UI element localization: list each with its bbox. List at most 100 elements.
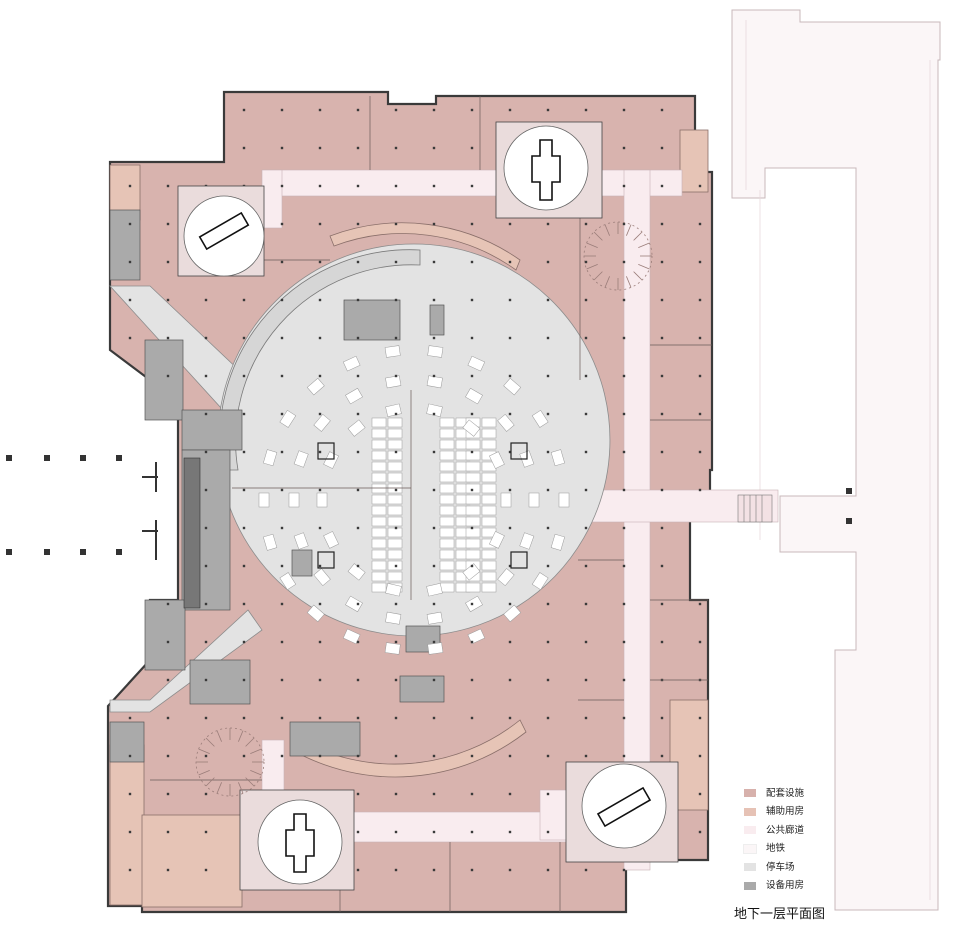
- parking-stall: [387, 549, 403, 560]
- structural-column: [128, 830, 132, 834]
- atrium-core-se: [565, 761, 679, 863]
- structural-column: [432, 146, 436, 150]
- structural-column: [242, 450, 246, 454]
- structural-column: [622, 602, 626, 606]
- parking-stall: [481, 472, 497, 483]
- legend-item: 辅助用房: [744, 803, 804, 822]
- parking-stall: [313, 413, 331, 432]
- legend-swatch: [744, 826, 756, 835]
- structural-column: [470, 450, 474, 454]
- structural-column: [546, 488, 550, 492]
- parking-stall: [439, 538, 455, 549]
- structural-column: [470, 184, 474, 188]
- structural-column: [546, 374, 550, 378]
- subway-link-stairs: [737, 494, 773, 523]
- parking-stall: [439, 560, 455, 571]
- structural-column: [698, 450, 702, 454]
- structural-column: [584, 222, 588, 226]
- parking-stall: [385, 582, 402, 597]
- parking-stall: [465, 494, 481, 505]
- structural-column: [432, 336, 436, 340]
- structural-column: [204, 564, 208, 568]
- structural-column: [660, 450, 664, 454]
- structural-column: [622, 336, 626, 340]
- structural-column: [508, 336, 512, 340]
- parking-stall: [465, 387, 483, 405]
- parking-stall: [387, 527, 403, 538]
- structural-column: [432, 108, 436, 112]
- structural-column: [356, 336, 360, 340]
- structural-column: [204, 678, 208, 682]
- structural-column: [660, 260, 664, 264]
- structural-column: [470, 564, 474, 568]
- structural-column: [242, 754, 246, 758]
- structural-column: [394, 412, 398, 416]
- subway-entrance-marks: [846, 488, 852, 524]
- structural-column: [470, 792, 474, 796]
- structural-column: [546, 868, 550, 872]
- parking-stall: [481, 516, 497, 527]
- radial-seat: [205, 737, 215, 747]
- structural-column: [166, 298, 170, 302]
- parking-stall: [439, 428, 455, 439]
- structural-column: [660, 146, 664, 150]
- radial-seat: [633, 231, 643, 241]
- radial-seat: [245, 777, 255, 787]
- parking-stall: [279, 409, 297, 428]
- structural-column: [242, 374, 246, 378]
- shaft-dark: [183, 457, 201, 609]
- structural-column: [318, 526, 322, 530]
- structural-column: [204, 450, 208, 454]
- structural-column: [318, 450, 322, 454]
- atrium-core-sw: [239, 789, 355, 891]
- parking-stall: [465, 549, 481, 560]
- parking-stall: [263, 533, 278, 551]
- parking-stall: [371, 560, 387, 571]
- parking-stall: [467, 628, 486, 645]
- structural-column: [660, 184, 664, 188]
- structural-column: [508, 374, 512, 378]
- radial-seat: [250, 748, 262, 754]
- parking-stall: [439, 571, 455, 582]
- west-entrance-marks: [6, 455, 158, 560]
- legend-swatch: [744, 807, 756, 816]
- radial-seat: [626, 276, 632, 288]
- structural-column: [394, 222, 398, 226]
- structural-column: [280, 260, 284, 264]
- structural-column: [432, 374, 436, 378]
- structural-column: [508, 640, 512, 644]
- structural-column: [204, 754, 208, 758]
- radial-seat: [638, 264, 650, 270]
- structural-column: [470, 260, 474, 264]
- structural-column: [584, 108, 588, 112]
- structural-column: [546, 260, 550, 264]
- structural-column: [394, 450, 398, 454]
- structural-column: [470, 830, 474, 834]
- radial-seat: [638, 242, 650, 248]
- structural-column: [128, 260, 132, 264]
- structural-column: [622, 868, 626, 872]
- structural-column: [394, 336, 398, 340]
- structural-column: [660, 374, 664, 378]
- structural-column: [622, 298, 626, 302]
- parking-stall: [465, 461, 481, 472]
- structural-column: [432, 526, 436, 530]
- structural-column: [128, 298, 132, 302]
- parking-stall: [371, 494, 387, 505]
- structural-column: [166, 678, 170, 682]
- structural-column: [470, 298, 474, 302]
- parking-stall: [439, 505, 455, 516]
- structural-column: [128, 184, 132, 188]
- parking-stall: [342, 355, 361, 372]
- partition-lines: [150, 96, 712, 912]
- parking-stall: [439, 494, 455, 505]
- structural-column: [660, 564, 664, 568]
- structural-column: [356, 526, 360, 530]
- parking-stall: [387, 494, 403, 505]
- parking-stall: [481, 505, 497, 516]
- structural-column: [394, 260, 398, 264]
- parking-stall: [293, 532, 309, 550]
- structural-column: [318, 108, 322, 112]
- subway-station-block: [731, 9, 941, 911]
- structural-column: [318, 488, 322, 492]
